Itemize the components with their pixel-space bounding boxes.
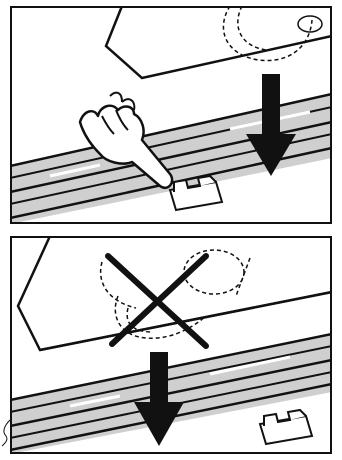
incorrect-installation-illustration (10, 236, 332, 454)
correct-installation-panel (10, 6, 332, 224)
appliance-body (106, 6, 332, 78)
margin-mark (0, 418, 12, 448)
appliance-body (18, 236, 332, 350)
rail-base (10, 94, 332, 224)
incorrect-installation-panel (10, 236, 332, 454)
stopper-clip-icon (260, 410, 312, 444)
correct-installation-illustration (10, 6, 332, 224)
